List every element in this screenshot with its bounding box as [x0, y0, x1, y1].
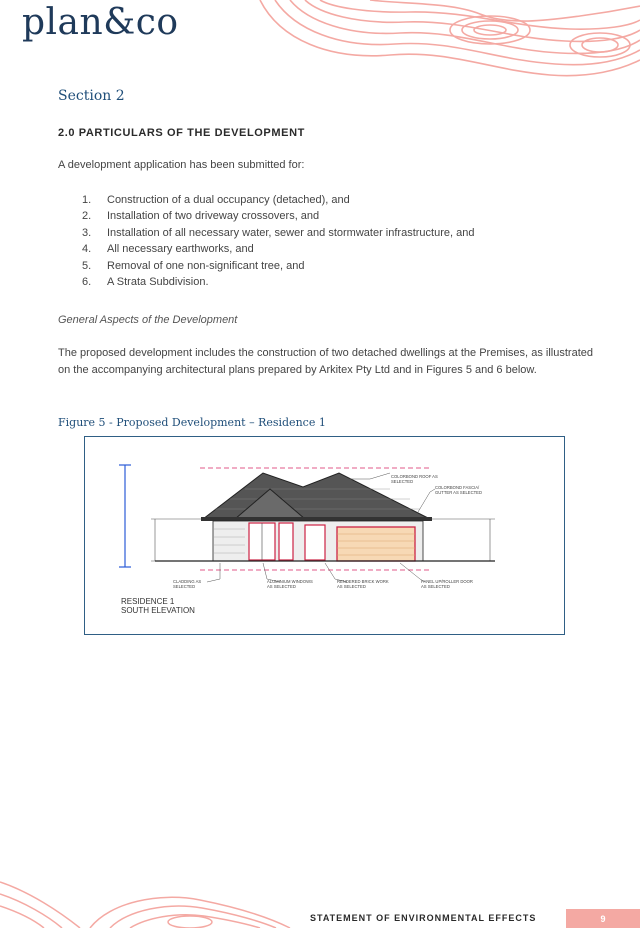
subheading: General Aspects of the Development [58, 314, 238, 326]
body-paragraph: The proposed development includes the co… [58, 347, 593, 376]
list-item-number: 1. [82, 194, 92, 206]
list-item: 3. Installation of all necessary water, s… [82, 225, 474, 241]
topographic-pattern-bottom [0, 881, 291, 928]
callout-cladding: CLADDING AS SELECTED [173, 579, 202, 589]
list-item-number: 2. [82, 210, 92, 223]
brand-logo: plan&co [22, 2, 179, 43]
list-item: 1. Construction of a dual occupancy (deta… [82, 192, 474, 208]
list-item-text: Removal of one non-significant tree, and [107, 259, 305, 272]
callout-brick: RENDERED BRICK WORK AS SELECTED [337, 579, 389, 589]
list-item-number: 6. [82, 275, 92, 288]
footer-title: STATEMENT OF ENVIRONMENTAL EFFECTS [310, 913, 537, 923]
intro-text: A development application has been submi… [58, 159, 305, 171]
elevation-figure: COLORBOND ROOF AS SELECTED COLORBOND FAS… [84, 436, 565, 635]
development-list: 1. Construction of a dual occupancy (deta… [82, 192, 474, 290]
section-title: Section 2 [58, 88, 125, 104]
list-item-text: A Strata Subdivision. [107, 275, 209, 288]
list-item: 4. All necessary earthworks, and [82, 241, 474, 257]
callout-window: ALUMINIUM WINDOWS AS SELECTED [267, 579, 313, 589]
list-item-text: Construction of a dual occupancy (detach… [107, 194, 350, 206]
callout-fascia: COLORBOND FASCIA/ GUTTER AS SELECTED [435, 485, 483, 495]
page-number: 9 [566, 909, 640, 928]
figure-label-residence: RESIDENCE 1 [121, 597, 175, 606]
figure-caption: Figure 5 - Proposed Development – Reside… [58, 416, 326, 429]
list-item-text: Installation of two driveway crossovers,… [107, 210, 320, 223]
list-item-text: Installation of all necessary water, sew… [107, 226, 475, 239]
section-heading: 2.0 PARTICULARS OF THE DEVELOPMENT [58, 127, 305, 139]
list-item-number: 4. [82, 243, 92, 256]
list-item: 2. Installation of two driveway crossover… [82, 208, 474, 224]
figure-label-elevation: SOUTH ELEVATION [121, 606, 195, 615]
list-item-number: 5. [82, 259, 92, 272]
topographic-pattern-top [259, 0, 640, 77]
list-item: 6. A Strata Subdivision. [82, 274, 474, 290]
list-item: 5. Removal of one non-significant tree, a… [82, 258, 474, 274]
list-item-text: All necessary earthworks, and [107, 243, 254, 256]
callout-door: PANEL UP/ROLLER DOOR AS SELECTED [421, 579, 473, 589]
elevation-drawing [119, 464, 495, 583]
callout-roof: COLORBOND ROOF AS SELECTED [391, 474, 438, 484]
list-item-number: 3. [82, 226, 92, 239]
